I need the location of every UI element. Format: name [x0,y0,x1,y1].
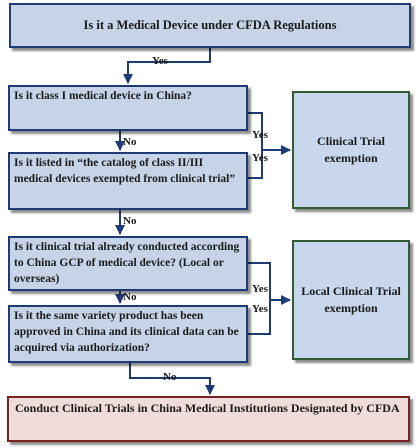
edge-q3-to-local [248,262,291,305]
edge-q4-to-final [129,363,215,395]
edge-label-q2-exemption: Yes [252,152,268,164]
edge-label-q2-q3: No [123,215,137,227]
edge-label-q1-q2: No [123,136,137,148]
edge-label-q3-q4: No [123,291,137,303]
q3-node: Is it clinical trial already conducted a… [8,236,248,291]
q1-node: Is it class I medical device in China? [8,85,248,131]
edge-label-q4-final: No [163,371,177,383]
q4-node: Is it the same variety product has been … [8,305,248,363]
final-node: Conduct Clinical Trials in China Medical… [7,396,410,442]
edge-q2-to-exemption [248,150,263,179]
q2-node-label: Is it listed in “the catalog of class II… [14,157,236,185]
local-clinical-trial-exemption-label: Local Clinical Trial exemption [301,284,401,315]
q2-node: Is it listed in “the catalog of class II… [8,152,248,210]
clinical-trial-exemption-node: Clinical Trial exemption [292,91,410,209]
start-node-label: Is it a Medical Device under CFDA Regula… [83,17,337,32]
q1-node-label: Is it class I medical device in China? [14,90,192,102]
edge-q1-to-exemption [248,112,291,155]
start-node: Is it a Medical Device under CFDA Regula… [9,3,411,48]
edge-start-to-q1 [123,48,211,84]
final-node-label: Conduct Clinical Trials in China Medical… [15,401,400,415]
q3-node-label: Is it clinical trial already conducted a… [14,241,240,285]
edge-label-q3-local: Yes [252,283,268,295]
edge-label-start-q1: Yes [152,55,168,67]
clinical-trial-exemption-label: Clinical Trial exemption [317,134,385,165]
edge-label-q1-exemption: Yes [252,129,268,141]
edge-q4-to-local [248,300,271,335]
q4-node-label: Is it the same variety product has been … [14,310,239,354]
edge-label-q4-local: Yes [252,303,268,315]
local-clinical-trial-exemption-node: Local Clinical Trial exemption [292,240,410,360]
